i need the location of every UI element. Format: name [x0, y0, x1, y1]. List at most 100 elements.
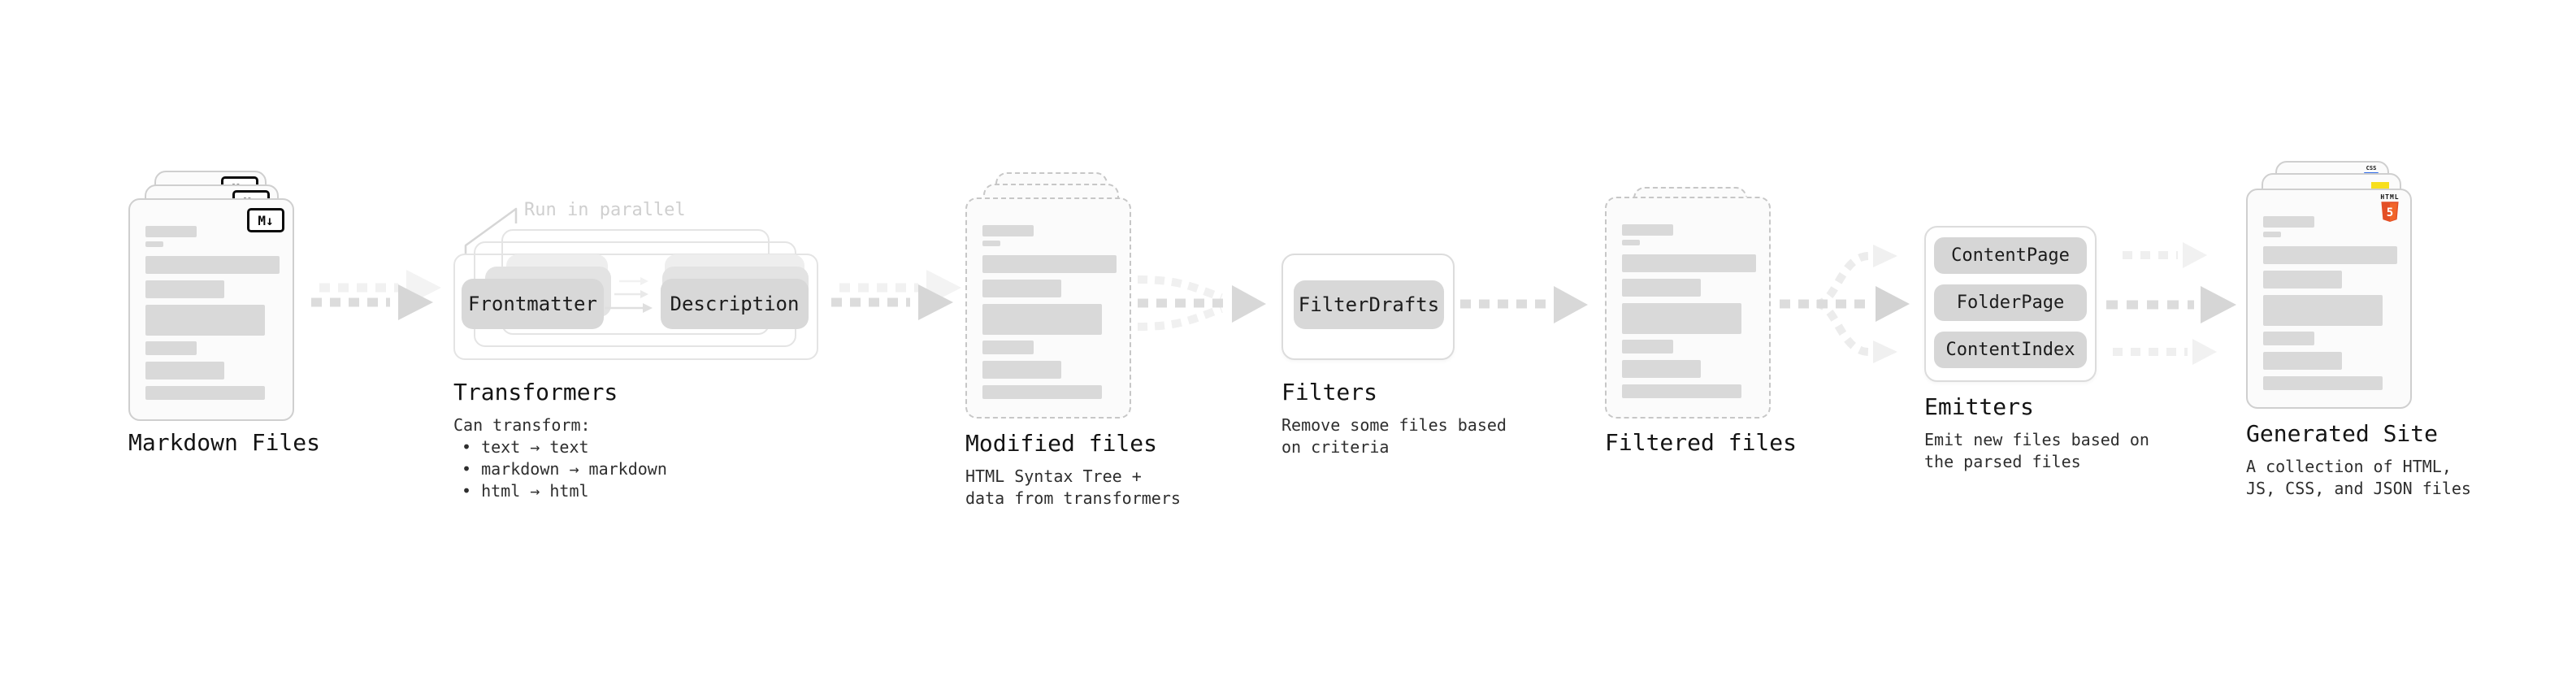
station-title: Generated Site — [2246, 420, 2439, 447]
markdown-files-caption: Markdown Files — [128, 429, 320, 457]
placeholder-text-bar — [2263, 376, 2383, 390]
arrow-modified-to-filters — [1137, 275, 1266, 331]
placeholder-text-bar — [982, 385, 1102, 399]
generated-site-caption: Generated Site A collection of HTML, JS,… — [2246, 420, 2471, 500]
station-title: Markdown Files — [128, 429, 321, 456]
converge-curve-bottom — [1137, 305, 1223, 331]
diverge-curve-bottom — [1815, 300, 1870, 356]
html5-shield: 5 — [2381, 202, 2399, 222]
filtered-file-card-front — [1605, 197, 1771, 419]
arrows-emitters-to-generated — [2106, 242, 2236, 365]
description-pill: Description — [661, 279, 809, 329]
placeholder-text-bar — [982, 340, 1034, 354]
emitters-caption: Emitters Emit new files based on the par… — [1924, 393, 2149, 473]
placeholder-text-bar — [982, 280, 1061, 297]
placeholder-text-bar — [982, 255, 1117, 273]
arrowhead — [398, 284, 433, 320]
arrowhead-light — [1873, 340, 1897, 363]
html5-number: 5 — [2387, 206, 2394, 219]
placeholder-text-bar — [1622, 340, 1673, 354]
placeholder-text-bar — [1622, 240, 1640, 245]
transform-step-arrows — [605, 277, 653, 313]
placeholder-text-bar — [1622, 254, 1756, 272]
filterdrafts-pill-label: FilterDrafts — [1298, 293, 1440, 316]
placeholder-text-bar — [145, 341, 197, 355]
frontmatter-pill-label: Frontmatter — [468, 293, 597, 315]
transform-bullet: • text → text — [462, 437, 589, 457]
placeholder-text-bar — [982, 225, 1034, 236]
html5-icon: HTML 5 — [2379, 194, 2400, 223]
placeholder-text-bar — [1622, 224, 1673, 236]
placeholder-text-bar — [1622, 279, 1701, 297]
arrow-transformers-to-modified — [831, 270, 961, 320]
station-desc: HTML Syntax Tree + data from transformer… — [965, 466, 1181, 508]
arrowhead-light — [2183, 242, 2207, 268]
folderpage-pill-label: FolderPage — [1956, 293, 2065, 313]
modified-files-caption: Modified files HTML Syntax Tree + data f… — [965, 430, 1181, 510]
placeholder-text-bar — [145, 362, 224, 380]
mini-arrowhead — [640, 290, 648, 298]
placeholder-text-bar — [2263, 271, 2342, 288]
transform-bullet: • html → html — [462, 481, 589, 501]
placeholder-text-bar — [2263, 232, 2281, 237]
station-desc: A collection of HTML, JS, CSS, and JSON … — [2246, 457, 2471, 498]
transformer-box-front — [453, 254, 818, 360]
placeholder-text-bar — [2263, 216, 2314, 228]
diverge-curve-top — [1815, 252, 1870, 308]
placeholder-text-bar — [2263, 246, 2397, 264]
generated-file-card-front: HTML 5 — [2246, 189, 2412, 409]
markdown-icon: M↓ — [247, 208, 284, 232]
placeholder-text-bar — [2263, 352, 2342, 370]
placeholder-text-bar — [982, 361, 1061, 379]
station-title: Transformers — [453, 379, 618, 406]
station-title: Filters — [1281, 379, 1378, 406]
folderpage-pill: FolderPage — [1934, 284, 2087, 321]
placeholder-text-bar — [145, 386, 265, 400]
transform-bullet: • markdown → markdown — [462, 459, 667, 479]
placeholder-text-bar — [2263, 332, 2314, 345]
leader-line — [464, 207, 518, 255]
contentindex-pill-label: ContentIndex — [1945, 340, 2075, 360]
placeholder-text-bar — [2263, 295, 2383, 326]
arrowhead — [1232, 285, 1266, 323]
arrowhead — [2201, 286, 2236, 323]
filtered-files-caption: Filtered files — [1605, 429, 1797, 457]
placeholder-text-bar — [145, 226, 197, 237]
arrowhead — [1876, 286, 1910, 322]
arrowhead — [918, 284, 953, 320]
transformers-caption: Transformers Can transform: • text → tex… — [453, 379, 667, 502]
description-pill-label: Description — [670, 293, 800, 315]
arrow-markdown-to-transformers — [311, 270, 441, 320]
arrow-filters-to-filtered — [1460, 286, 1588, 323]
station-title: Emitters — [1924, 393, 2034, 420]
station-title: Filtered files — [1605, 429, 1798, 456]
station-desc: Remove some files based on criteria — [1281, 415, 1507, 457]
filters-caption: Filters Remove some files based on crite… — [1281, 379, 1507, 458]
placeholder-text-bar — [1622, 384, 1741, 398]
markdown-icon-text: M↓ — [258, 212, 274, 228]
contentindex-pill: ContentIndex — [1934, 332, 2087, 368]
station-desc: Can transform: — [453, 415, 591, 435]
placeholder-text-bar — [145, 256, 280, 274]
placeholder-text-bar — [145, 305, 265, 336]
arrowhead-light — [1873, 245, 1897, 267]
station-title: Modified files — [965, 430, 1158, 457]
placeholder-text-bar — [1622, 360, 1701, 378]
arrowhead — [1554, 286, 1588, 323]
frontmatter-pill: Frontmatter — [462, 279, 604, 329]
placeholder-text-bar — [145, 280, 224, 298]
placeholder-text-bar — [145, 241, 163, 247]
station-desc: Emit new files based on the parsed files — [1924, 430, 2149, 471]
contentpage-pill: ContentPage — [1934, 237, 2087, 274]
mini-arrowhead — [640, 277, 648, 285]
run-in-parallel-label: Run in parallel — [524, 200, 686, 220]
run-in-parallel-leader-line — [464, 207, 518, 255]
mini-arrowhead — [643, 303, 653, 313]
arrow-filtered-to-emitters — [1780, 245, 1910, 363]
contentpage-pill-label: ContentPage — [1951, 245, 2070, 266]
arrowhead-light — [2192, 339, 2217, 365]
placeholder-text-bar — [982, 241, 1000, 246]
converge-curve-top — [1137, 275, 1223, 301]
placeholder-text-bar — [1622, 303, 1741, 334]
